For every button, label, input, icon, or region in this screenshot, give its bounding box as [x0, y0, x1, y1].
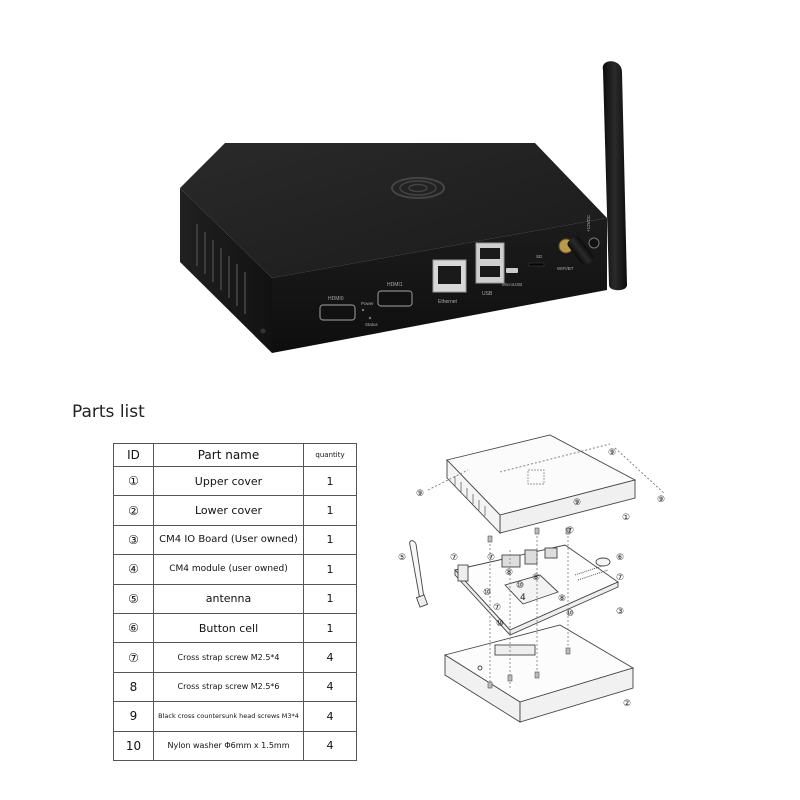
hdmi1-label: HDMI1 [387, 282, 403, 288]
ethernet-label: Ethernet [438, 299, 458, 305]
callout-9: ⑨ [573, 498, 581, 508]
callout-6: ⑥ [616, 553, 624, 563]
product-photo: HDMI0 HDMI1 Power Status Ethernet USB Mi… [180, 61, 627, 353]
callout-7: ⑦ [487, 553, 495, 563]
id-cell: 10 [113, 730, 154, 761]
sd-label: SD [536, 254, 543, 259]
table-row: 8 Cross strap screw M2.5*6 4 [113, 671, 357, 703]
quantity-cell: 1 [303, 524, 357, 556]
id-cell: 8 [113, 671, 154, 703]
exploded-assembly-diagram: ⑨ ⑨ ⑨ ⑨ ① ⑦ ⑦ ⑦ ⑤ ⑥ ⑦ ⑧ ⑧ ⑩ ⑩ 4 ⑧ ⑦ ③ ⑩ … [398, 434, 666, 723]
microusb-label: MicroUSB [502, 282, 522, 287]
part-name-header: Part name [153, 443, 304, 467]
dc-jack [588, 237, 600, 249]
part-name-cell: Nylon washer Φ6mm x 1.5mm [153, 730, 304, 761]
parts-table: ID Part name quantity ① Upper cover 1 ② … [113, 443, 357, 761]
hdmi1-port [377, 290, 413, 307]
wifibt-label: WIFI/BT [557, 266, 574, 271]
callout-7: ⑦ [616, 573, 624, 583]
callout-9: ⑨ [416, 489, 424, 499]
quantity-cell: 4 [303, 671, 357, 703]
callout-8: ⑧ [532, 573, 540, 583]
io-board-drawing [454, 544, 619, 637]
part-name-cell: CM4 IO Board (User owned) [153, 524, 304, 556]
callout-1: ① [622, 513, 630, 523]
id-cell: ① [113, 465, 154, 497]
table-row: ⑤ antenna 1 [113, 583, 357, 614]
part-name-cell: Upper cover [153, 465, 304, 497]
button-cell-drawing [595, 557, 611, 567]
id-cell: ④ [113, 554, 154, 585]
table-row: 9 Black cross countersunk head screws M3… [113, 701, 357, 732]
power-led [361, 308, 365, 312]
microusb-port [506, 268, 518, 273]
table-row: ④ CM4 module (user owned) 1 [113, 554, 357, 585]
id-cell: ③ [113, 524, 154, 556]
callout-9: ⑨ [608, 448, 616, 458]
hdmi0-label: HDMI0 [328, 296, 344, 302]
callout-4: 4 [520, 593, 526, 603]
dc-label: +12VDC [586, 214, 591, 232]
callout-10: ⑩ [496, 619, 504, 629]
callout-7: ⑦ [493, 603, 501, 613]
part-name-cell: Cross strap screw M2.5*6 [153, 671, 304, 703]
quantity-cell: 1 [303, 554, 357, 585]
callout-9: ⑨ [657, 495, 665, 505]
callout-7: ⑦ [450, 553, 458, 563]
quantity-cell: 1 [303, 612, 357, 644]
power-label: Power [361, 301, 374, 306]
quantity-cell: 1 [303, 465, 357, 497]
parts-list-title: Parts list [72, 402, 145, 422]
quantity-cell: 4 [303, 642, 357, 673]
id-header: ID [113, 443, 154, 467]
part-name-cell: antenna [153, 583, 304, 614]
id-cell: ⑥ [113, 612, 154, 644]
callout-8: ⑧ [505, 568, 513, 578]
callout-8: ⑧ [558, 594, 566, 604]
hdmi0-port [319, 304, 356, 321]
case-top [180, 143, 607, 278]
side-vents [196, 224, 246, 314]
id-cell: ⑦ [113, 642, 154, 673]
part-name-cell: Cross strap screw M2.5*4 [153, 642, 304, 673]
callout-3: ③ [616, 607, 624, 617]
table-row: ③ CM4 IO Board (User owned) 1 [113, 524, 357, 556]
status-led [368, 316, 372, 320]
antenna-icon [567, 61, 627, 291]
fan-grille-icon [391, 177, 445, 199]
usb-label: USB [482, 291, 493, 297]
table-row: ① Upper cover 1 [113, 465, 357, 497]
quantity-cell: 4 [303, 730, 357, 761]
antenna-drawing [409, 540, 429, 608]
id-cell: ② [113, 495, 154, 526]
id-cell: ⑤ [113, 583, 154, 614]
callout-10: ⑩ [483, 588, 491, 598]
case-left-side [180, 188, 272, 353]
part-name-cell: CM4 module (user owned) [153, 554, 304, 585]
id-cell: 9 [113, 701, 154, 732]
upper-cover-drawing [446, 434, 637, 535]
table-header-row: ID Part name quantity [113, 443, 357, 467]
callout-10: ⑩ [566, 609, 574, 619]
part-name-cell: Lower cover [153, 495, 304, 526]
callout-7: ⑦ [566, 526, 574, 536]
table-row: ⑥ Button cell 1 [113, 612, 357, 644]
callout-2: ② [623, 699, 631, 709]
quantity-cell: 4 [303, 701, 357, 732]
quantity-cell: 1 [303, 495, 357, 526]
table-row: ⑦ Cross strap screw M2.5*4 4 [113, 642, 357, 673]
quantity-cell: 1 [303, 583, 357, 614]
quantity-header: quantity [303, 443, 357, 467]
callout-10: ⑩ [516, 581, 524, 591]
front-screw [260, 328, 266, 334]
part-name-cell: Black cross countersunk head screws M3*4 [153, 701, 304, 732]
table-row: 10 Nylon washer Φ6mm x 1.5mm 4 [113, 730, 357, 761]
table-row: ② Lower cover 1 [113, 495, 357, 526]
part-name-cell: Button cell [153, 612, 304, 644]
callout-5: ⑤ [398, 553, 406, 563]
status-label: Status [365, 322, 379, 327]
sd-slot [528, 262, 545, 267]
